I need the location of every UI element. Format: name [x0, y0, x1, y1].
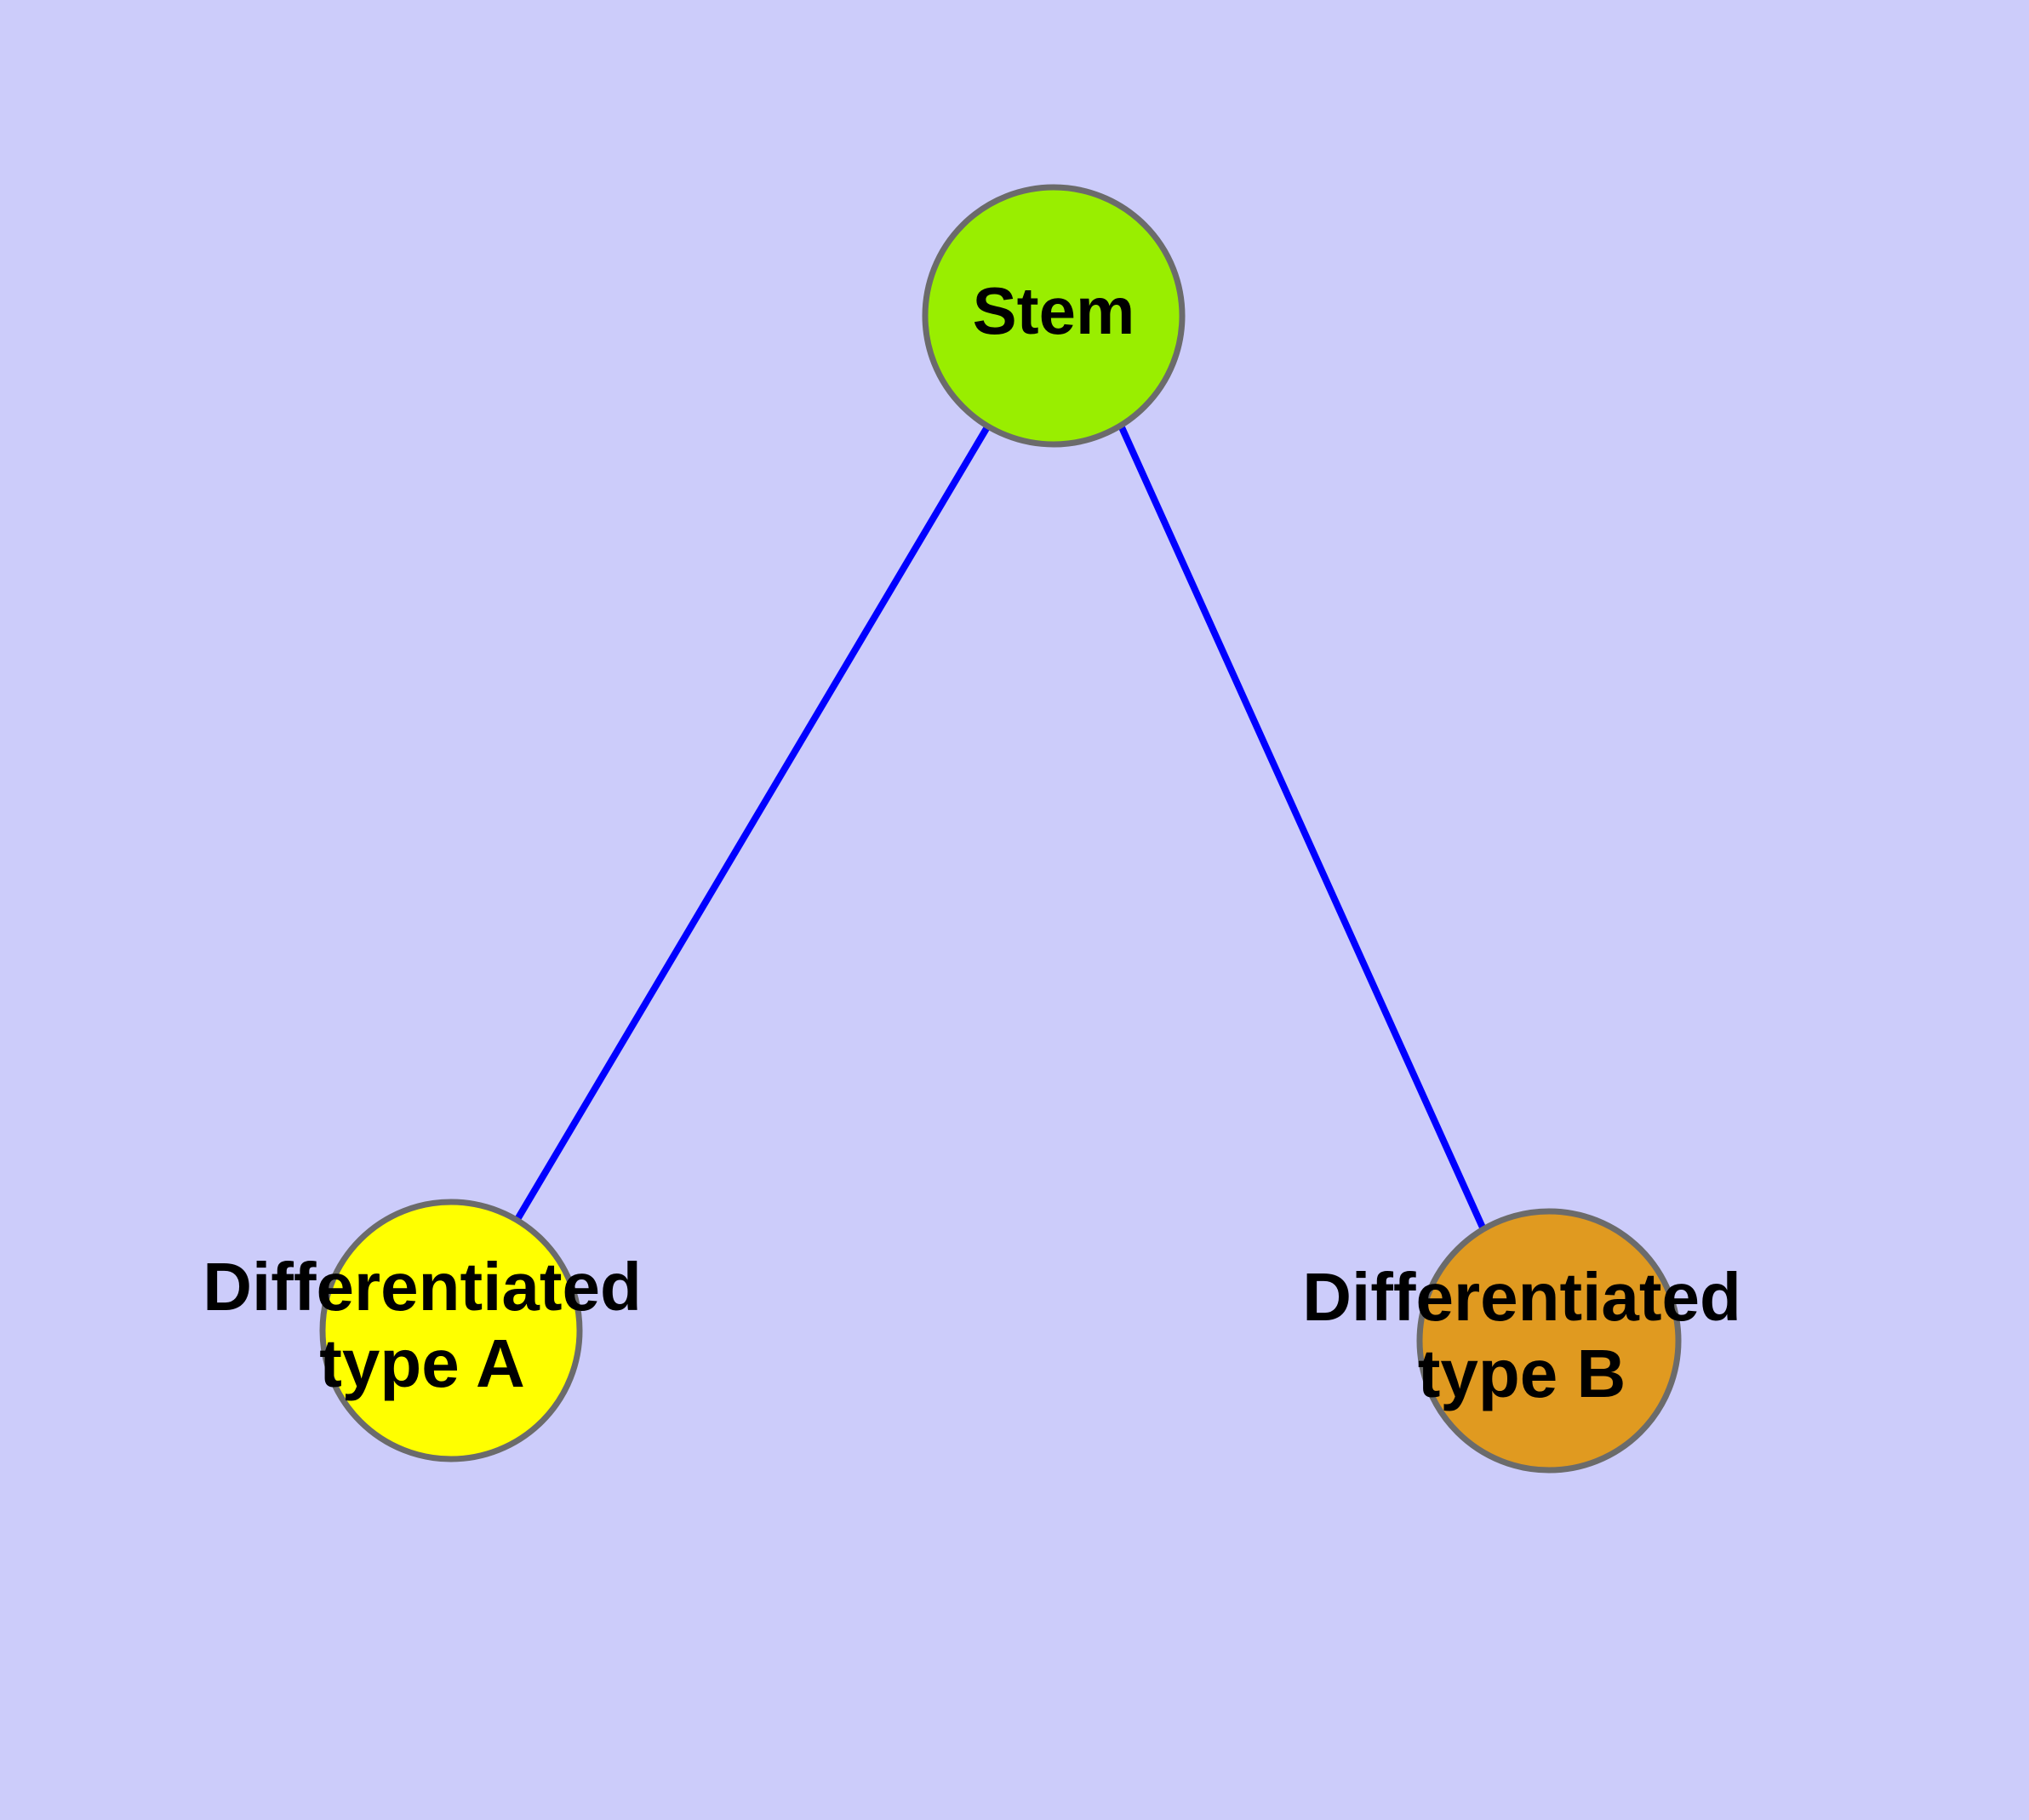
edge-stem-to-diff-a [513, 423, 992, 1223]
node-label-line: type B [1418, 1336, 1626, 1411]
node-diff-a[interactable] [319, 1199, 583, 1462]
node-label-stem: Stem [973, 273, 1135, 348]
edge-stem-to-diff-b [1118, 426, 1486, 1229]
node-label-line: Differentiated [203, 1249, 642, 1325]
node-diff-b[interactable] [1416, 1208, 1682, 1474]
node-stem[interactable] [922, 184, 1186, 448]
node-label-line: Stem [973, 273, 1135, 348]
node-label-line: Differentiated [1302, 1259, 1741, 1335]
edges-layer [513, 423, 1486, 1229]
nodes-layer [319, 184, 1682, 1474]
node-label-line: type A [319, 1325, 525, 1401]
